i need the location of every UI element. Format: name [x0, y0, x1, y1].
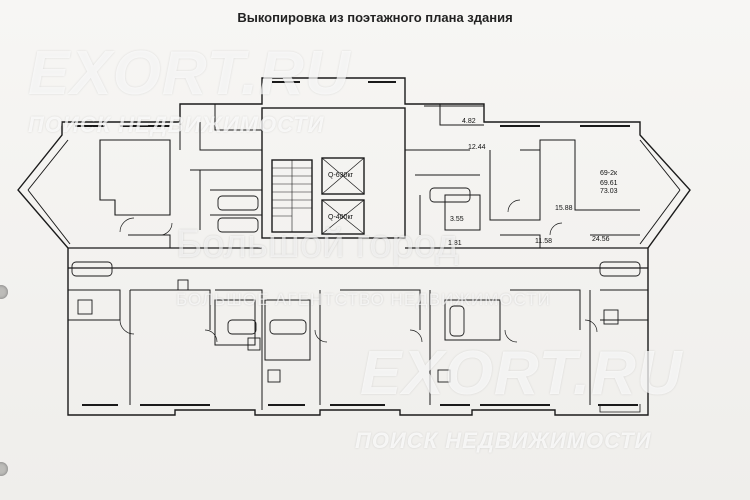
watermark-agency-sub: БОЛЬШОЕ АГЕНТСТВО НЕДВИЖИМОСТИ — [176, 290, 551, 309]
wc-area-label: 1.81 — [448, 240, 462, 247]
watermark-site-bottom-sub: ПОИСК НЕДВИЖИМОСТИ — [355, 428, 652, 453]
building-outline — [17, 77, 691, 416]
apartment-total-area: 73.03 — [600, 188, 618, 195]
bathroom-area-label: 3.55 — [450, 216, 464, 223]
watermark-site-top: EXORT.RU — [28, 39, 351, 108]
apartment-living-area: 69.61 — [600, 180, 618, 187]
binder-hole-icon — [0, 285, 8, 299]
hall-area-label: 24.56 — [592, 236, 610, 243]
elevator-label-right: Q-400кг — [328, 214, 354, 221]
watermark-site-top-sub: ПОИСК НЕДВИЖИМОСТИ — [28, 112, 325, 137]
corridor-walls — [68, 247, 648, 269]
apartment-type-label: 69-2к — [600, 170, 618, 177]
kitchen-area-label: 15.88 — [555, 205, 573, 212]
binder-hole-icon — [0, 462, 8, 476]
stair-core — [261, 107, 406, 239]
page-title: Выкопировка из поэтажного плана здания — [237, 10, 513, 25]
elevator-label-left: Q-630кг — [328, 172, 354, 179]
watermark-site-bottom: EXORT.RU — [360, 339, 683, 408]
elevator-shaft-left — [321, 157, 365, 195]
balcony-area-label: 4.82 — [462, 118, 476, 125]
living-room-area-label: 12.44 — [468, 144, 486, 151]
corridor-area-label: 11.58 — [535, 238, 552, 245]
elevator-shaft-right — [321, 199, 365, 235]
watermark-agency: Большой город — [176, 222, 459, 266]
